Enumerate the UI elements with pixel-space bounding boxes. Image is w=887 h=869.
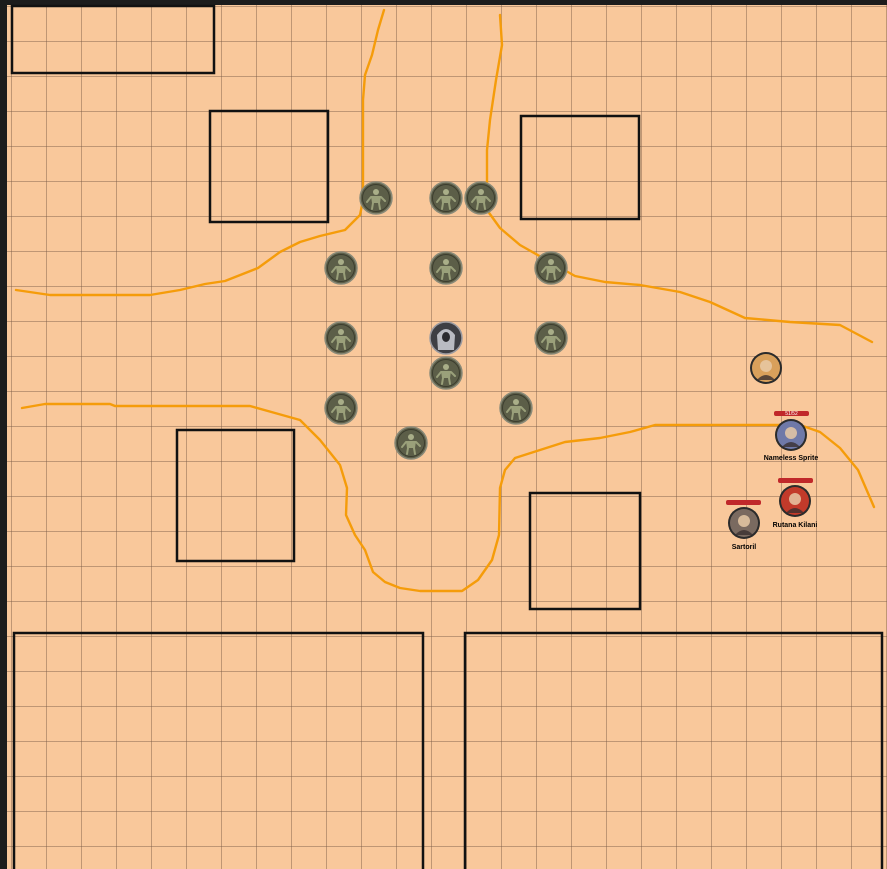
zombie-icon [429,251,463,285]
enemy-token-zombie[interactable] [534,321,568,355]
building-top-left [10,4,216,75]
battle-map[interactable] [7,5,887,869]
zombie-icon [324,251,358,285]
zombie-icon [324,321,358,355]
player-token[interactable] [750,352,782,384]
enemy-token-zombie[interactable] [429,356,463,390]
hooded-person-icon [728,507,760,539]
enemy-token-zombie[interactable] [324,321,358,355]
zombie-icon [464,181,498,215]
zombie-icon [359,181,393,215]
boss-token[interactable] [429,321,463,355]
health-bar [774,411,809,416]
building-sw [175,428,296,563]
fox-face-icon [750,352,782,384]
building-nw [208,109,330,224]
enemy-token-zombie[interactable] [359,181,393,215]
sprite-icon [775,419,807,451]
enemy-token-zombie[interactable] [394,426,428,460]
player-token[interactable]: Sartoril [726,500,761,551]
hooded-figure-icon [429,321,463,355]
building-se [528,491,642,611]
enemy-token-zombie[interactable] [499,391,533,425]
enemy-token-zombie[interactable] [534,251,568,285]
walls-layer [10,4,884,869]
path-line-north-left [14,8,386,297]
building-bottom-left [12,631,425,869]
player-token[interactable]: Rutana Kilani [773,478,818,529]
zombie-icon [429,181,463,215]
token-name-label: Nameless Sprite [764,455,819,462]
token-name-label: Sartoril [732,544,757,551]
enemy-tokens[interactable] [324,181,568,460]
zombie-icon [429,356,463,390]
zombie-icon [534,251,568,285]
token-name-label: Rutana Kilani [773,522,818,529]
enemy-token-zombie[interactable] [429,251,463,285]
health-bar [778,478,813,483]
zombie-icon [499,391,533,425]
path-line-west [20,402,876,593]
zombie-icon [394,426,428,460]
enemy-token-zombie[interactable] [464,181,498,215]
zombie-icon [534,321,568,355]
enemy-token-zombie[interactable] [429,181,463,215]
building-bottom-right [463,631,884,869]
path-line-north-right [485,13,874,344]
enemy-token-zombie[interactable] [324,251,358,285]
enemy-token-zombie[interactable] [324,391,358,425]
health-bar [726,500,761,505]
health-bar-text: 51/52 [785,411,798,417]
tiefling-icon [779,485,811,517]
zombie-icon [324,391,358,425]
building-ne [519,114,641,221]
